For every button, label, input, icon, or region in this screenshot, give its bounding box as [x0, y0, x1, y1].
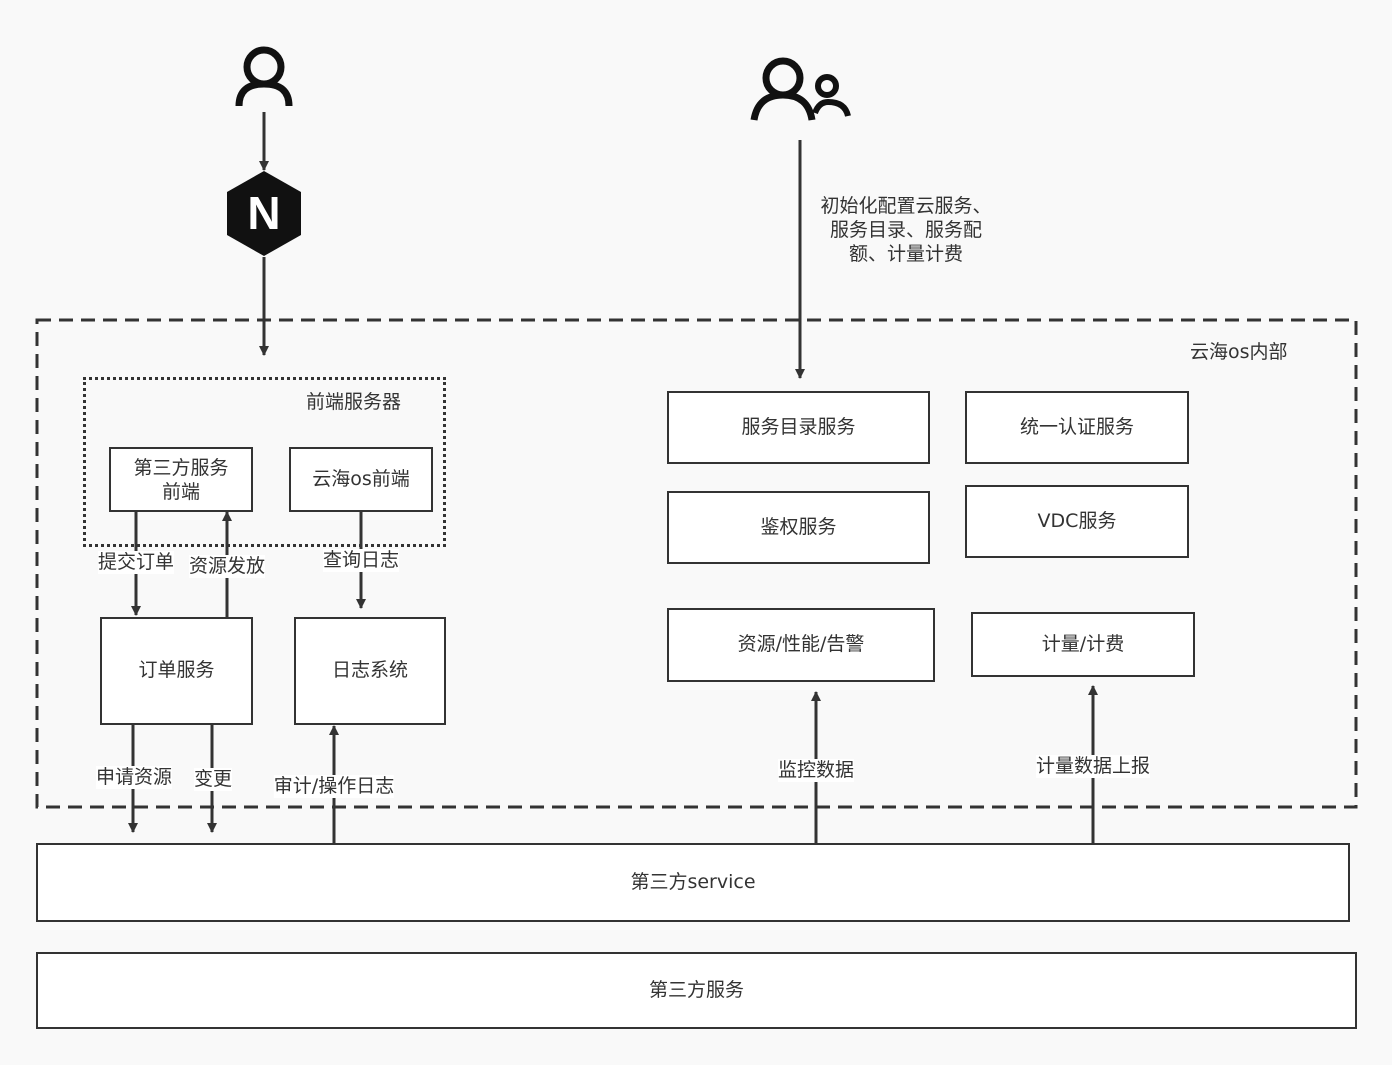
- metering-billing-box: 计量/计费: [971, 612, 1195, 677]
- query-log-label: 查询日志: [322, 549, 400, 572]
- unified-auth-box: 统一认证服务: [965, 391, 1189, 464]
- change-label: 变更: [193, 768, 233, 791]
- third-party-services-box: 第三方服务: [36, 952, 1357, 1029]
- third-party-frontend-line-2: 前端: [161, 480, 200, 503]
- yunhai-frontend-box: 云海os前端: [289, 447, 433, 512]
- yunhai-os-region-border: [35, 318, 1358, 809]
- submit-order-label: 提交订单: [97, 551, 175, 574]
- third-party-service-en-box: 第三方service: [36, 843, 1350, 922]
- third-party-frontend-box: 第三方服务 前端: [109, 447, 253, 512]
- frontend-group-label: 前端服务器: [306, 391, 402, 413]
- users-icon: [750, 57, 851, 121]
- resource-dispatch-label: 资源发放: [188, 555, 266, 578]
- catalog-service-box: 服务目录服务: [667, 391, 930, 464]
- nginx-icon: N: [227, 171, 301, 256]
- resource-alarm-box: 资源/性能/告警: [667, 608, 935, 682]
- metering-report-label: 计量数据上报: [1035, 755, 1151, 778]
- monitor-data-label: 监控数据: [777, 759, 855, 782]
- auth-service-box: 鉴权服务: [667, 491, 930, 564]
- apply-resource-label: 申请资源: [95, 766, 173, 789]
- user-icon: [235, 46, 293, 107]
- nginx-letter: N: [247, 187, 280, 239]
- annotation-line-1: 初始化配置云服务、: [820, 195, 992, 217]
- vdc-service-box: VDC服务: [965, 485, 1189, 558]
- order-service-box: 订单服务: [100, 617, 253, 725]
- audit-log-label: 审计/操作日志: [273, 775, 395, 798]
- region-label: 云海os内部: [1190, 341, 1288, 363]
- log-system-box: 日志系统: [294, 617, 446, 725]
- annotation-line-2: 服务目录、服务配: [829, 219, 983, 241]
- frontend-server-group: [83, 377, 446, 547]
- third-party-frontend-line-1: 第三方服务: [133, 456, 229, 479]
- admin-annotation: 初始化配置云服务、 服务目录、服务配 额、计量计费: [820, 194, 991, 266]
- annotation-line-3: 额、计量计费: [848, 243, 964, 265]
